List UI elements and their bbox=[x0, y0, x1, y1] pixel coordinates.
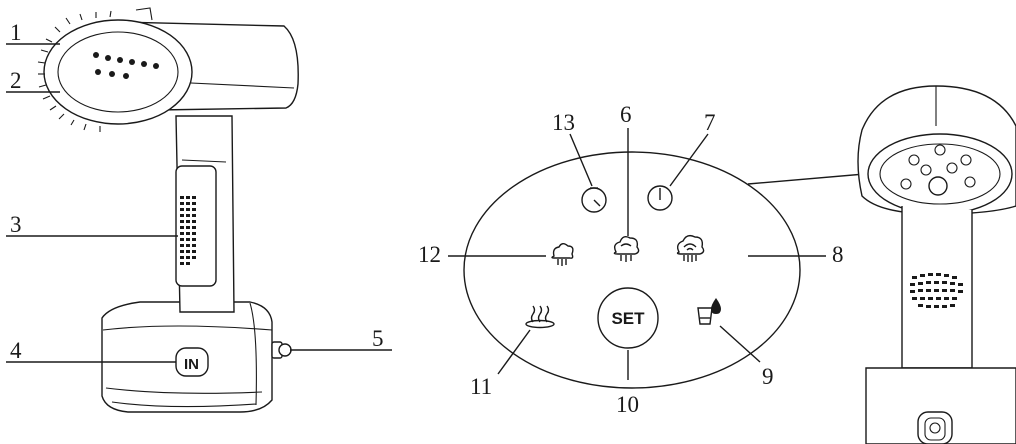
callout-12: 12 bbox=[418, 242, 441, 267]
callout-4: 4 bbox=[10, 338, 22, 363]
heat-icon[interactable] bbox=[525, 305, 555, 329]
callout-3: 3 bbox=[10, 212, 22, 237]
callout-1: 1 bbox=[10, 20, 22, 45]
steamer-front-view bbox=[747, 85, 1016, 444]
callout-5: 5 bbox=[372, 326, 384, 351]
callout-11: 11 bbox=[470, 374, 492, 399]
control-panel-outline bbox=[463, 151, 801, 389]
steamer-callout-lines bbox=[6, 43, 392, 363]
callout-13: 13 bbox=[552, 110, 575, 135]
steamer-base: IN bbox=[101, 301, 292, 413]
callout-6: 6 bbox=[620, 102, 632, 127]
set-button[interactable]: SET bbox=[597, 287, 659, 349]
callout-7: 7 bbox=[704, 110, 716, 135]
callout-2: 2 bbox=[10, 68, 22, 93]
power-icon[interactable] bbox=[647, 185, 673, 211]
panel-callout-lines bbox=[448, 128, 826, 380]
control-panel: SET 13 6 7 8 9 10 11 12 bbox=[418, 102, 844, 417]
set-button-label: SET bbox=[611, 309, 645, 328]
callout-9: 9 bbox=[762, 364, 774, 389]
steamer-head bbox=[37, 7, 299, 132]
callout-10: 10 bbox=[616, 392, 639, 417]
steam-medium-icon[interactable] bbox=[613, 235, 640, 262]
water-tank-icon[interactable] bbox=[697, 298, 721, 325]
timer-icon[interactable] bbox=[581, 187, 607, 213]
callout-8: 8 bbox=[832, 242, 844, 267]
steamer-handle bbox=[175, 115, 235, 313]
steam-high-icon[interactable] bbox=[676, 234, 705, 262]
svg-text:IN: IN bbox=[184, 356, 199, 373]
steamer-illustration: IN bbox=[6, 7, 392, 413]
steam-low-icon[interactable] bbox=[551, 243, 574, 266]
